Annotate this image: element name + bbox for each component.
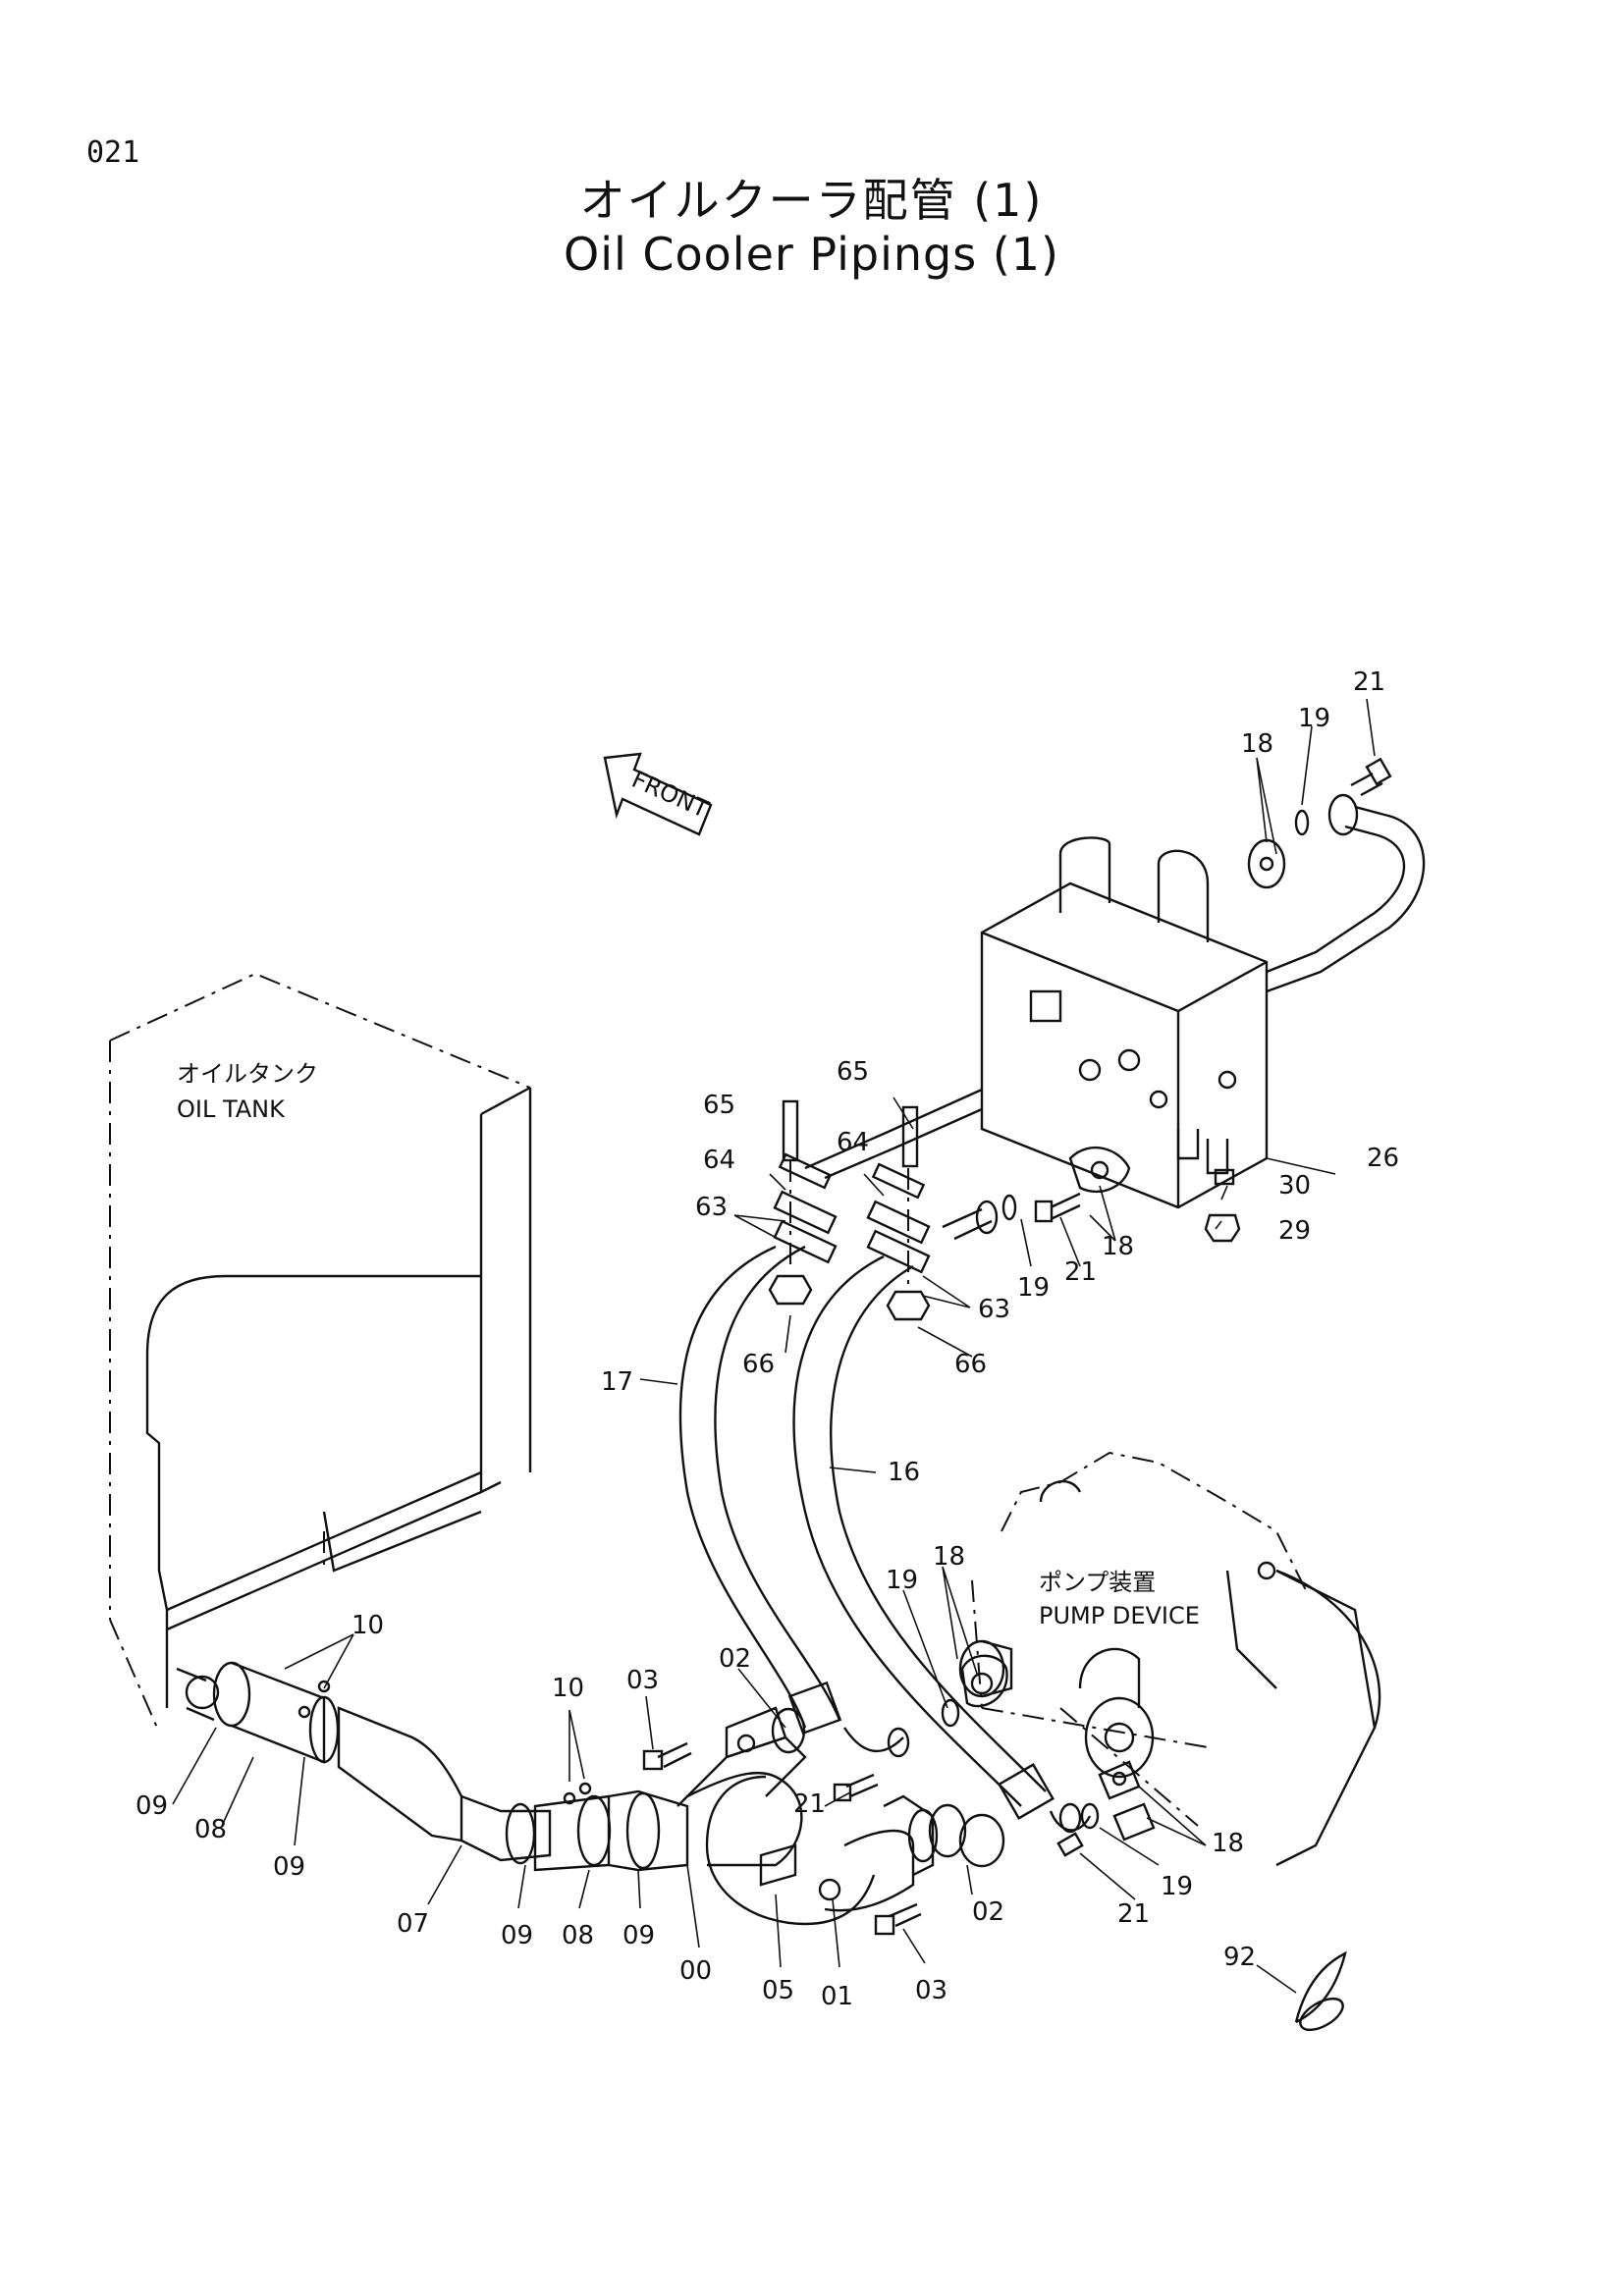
clamp-assembly-left: [768, 1099, 838, 1306]
callout-64-right: 64: [837, 1128, 869, 1157]
callout-65-left: 65: [703, 1091, 735, 1120]
callout-03-top: 03: [626, 1666, 659, 1695]
elbow-pipes: [676, 1706, 1005, 1926]
callout-18-bottom: 18: [1212, 1829, 1244, 1858]
control-valve-26: [980, 836, 1336, 1209]
callout-26: 26: [1367, 1144, 1399, 1173]
oil-tank-label-jp: オイルタンク: [177, 1060, 318, 1088]
cable-band-92: [1294, 1950, 1347, 2032]
callout-02-bottom: 02: [972, 1897, 1004, 1927]
callout-19-top: 19: [1298, 704, 1330, 733]
callout-17: 17: [601, 1367, 633, 1397]
callout-18-top: 18: [1241, 729, 1273, 759]
callout-92: 92: [1223, 1943, 1256, 1972]
oil-cooler-pipe-horizontal: [804, 1088, 983, 1180]
title-english: Oil Cooler Pipings (1): [564, 228, 1059, 281]
callout-00: 00: [679, 1956, 712, 1986]
callout-09-a: 09: [135, 1791, 168, 1821]
callout-03-bottom: 03: [915, 1976, 947, 2005]
callout-21-top: 21: [1353, 667, 1385, 697]
callout-19-bottom: 19: [1161, 1872, 1193, 1901]
oil-tank: オイルタンク OIL TANK: [109, 972, 532, 1729]
leader-lines: [172, 698, 1376, 1994]
callout-09-b: 09: [273, 1852, 305, 1882]
callout-05: 05: [762, 1976, 794, 2005]
callout-30: 30: [1278, 1171, 1311, 1201]
page-number: 021: [86, 135, 140, 170]
hose-16: [792, 1255, 1092, 1834]
callout-09-c: 09: [501, 1921, 533, 1950]
callout-02-top: 02: [719, 1644, 751, 1674]
callout-01: 01: [821, 1982, 853, 2011]
clamp-assembly-right: [866, 1105, 931, 1321]
callout-21-low: 21: [793, 1789, 826, 1819]
suction-pipe-system: [176, 1661, 803, 1872]
bolts: [642, 1741, 922, 1936]
title-japanese: オイルクーラ配管 (1): [579, 174, 1044, 227]
pump-device: ポンプ装置 PUMP DEVICE: [958, 1451, 1381, 1867]
callout-66-right: 66: [954, 1350, 987, 1379]
front-arrow-icon: FRONT: [603, 752, 713, 836]
callout-10-mid: 10: [552, 1674, 584, 1703]
callout-21-bottom: 21: [1117, 1899, 1150, 1929]
pump-label-jp: ポンプ装置: [1039, 1569, 1156, 1596]
callout-18-pump: 18: [933, 1542, 965, 1572]
callout-63-left: 63: [695, 1193, 728, 1222]
callout-63-right: 63: [978, 1295, 1010, 1324]
callout-07: 07: [397, 1909, 429, 1939]
callout-64-left: 64: [703, 1146, 735, 1175]
oil-tank-label-en: OIL TANK: [177, 1095, 286, 1123]
valve-port-fitting: [942, 1146, 1241, 1243]
callout-09-d: 09: [622, 1921, 655, 1950]
hose-17: [678, 1245, 910, 1758]
pump-label-en: PUMP DEVICE: [1039, 1602, 1200, 1629]
callout-10-left: 10: [352, 1611, 384, 1640]
callout-08-a: 08: [194, 1815, 227, 1844]
callout-29: 29: [1278, 1216, 1311, 1246]
callout-19-mid: 19: [1017, 1273, 1050, 1303]
callout-08-b: 08: [562, 1921, 594, 1950]
callout-21-mid: 21: [1064, 1257, 1097, 1287]
upper-return-pipe: [1247, 757, 1426, 993]
pump-port-fittings: [941, 1654, 1156, 1857]
callout-18-mid: 18: [1102, 1232, 1134, 1261]
callout-16: 16: [888, 1458, 920, 1487]
callout-65-right: 65: [837, 1057, 869, 1087]
callout-labels: 21 19 18 26 30 29 65 65 64 64 63 63 66 6…: [135, 667, 1399, 2011]
callout-66-left: 66: [742, 1350, 775, 1379]
callout-19-pump: 19: [886, 1566, 918, 1595]
